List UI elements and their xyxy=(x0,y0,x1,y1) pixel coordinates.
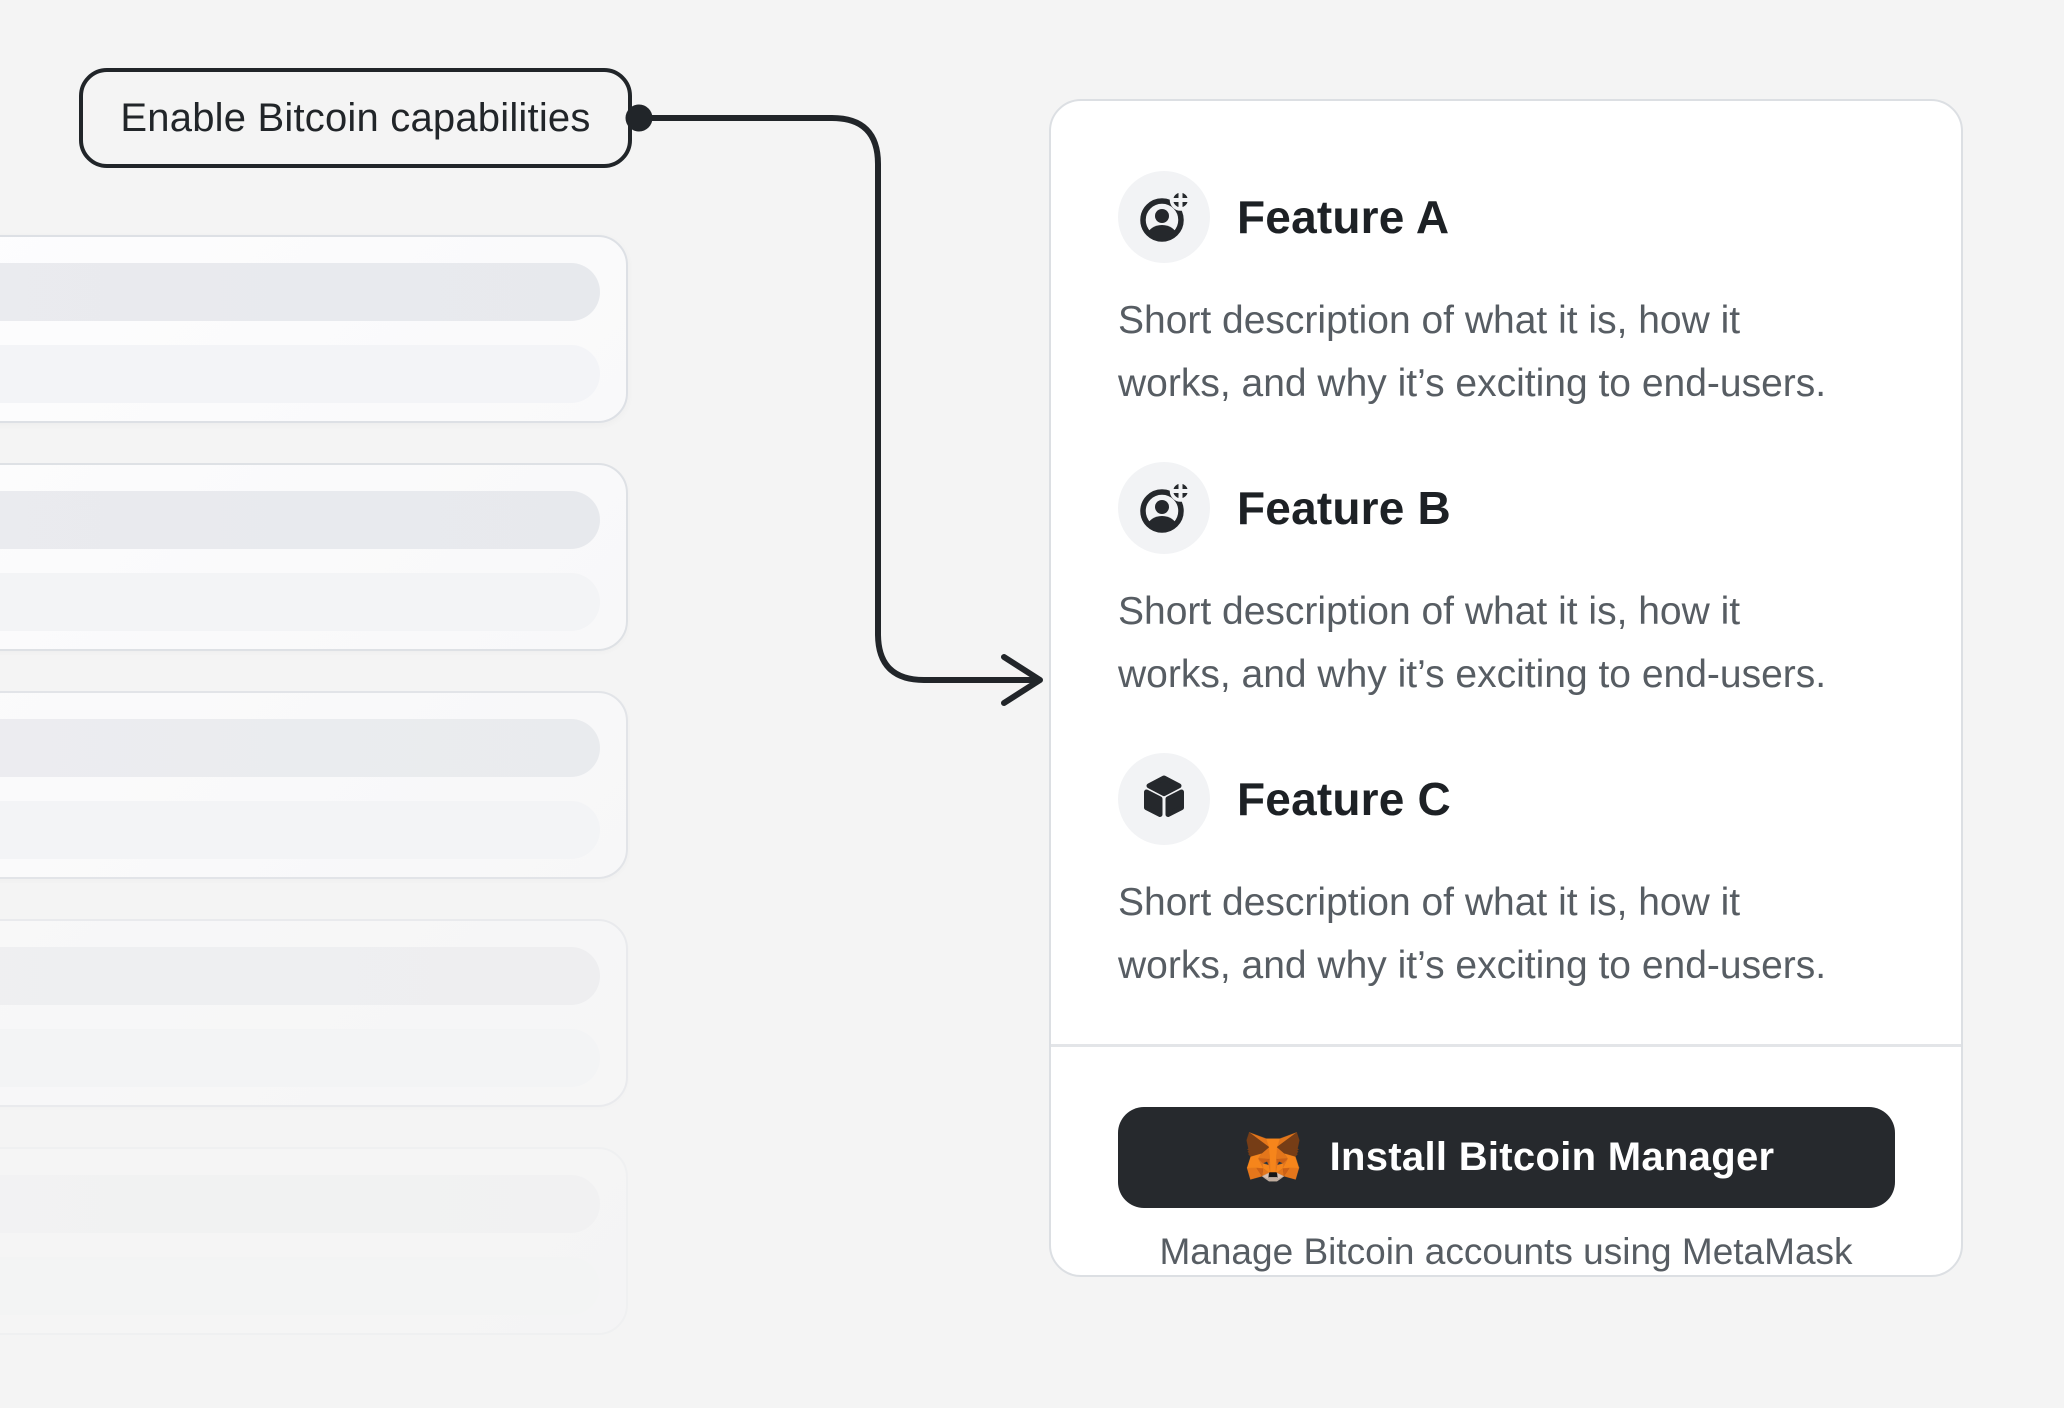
connector-line xyxy=(649,115,1037,683)
arrowhead-icon xyxy=(1001,654,1043,706)
user-add-icon xyxy=(1140,189,1192,242)
feature-row: Feature A Short description of what it i… xyxy=(1118,171,1905,415)
skeleton-card xyxy=(0,235,628,423)
description-line: works, and why it’s exciting to end-user… xyxy=(1118,944,1827,987)
user-add-icon xyxy=(1140,480,1192,533)
skeleton-bar xyxy=(0,801,600,859)
skeleton-bar xyxy=(0,263,600,321)
metamask-fox-icon xyxy=(1246,1131,1300,1181)
feature-card: Feature A Short description of what it i… xyxy=(1049,99,1963,1277)
callout-label: Enable Bitcoin capabilities xyxy=(79,68,632,168)
skeleton-card xyxy=(0,1147,628,1335)
icon-badge xyxy=(1118,171,1210,263)
feature-header: Feature C xyxy=(1118,753,1905,845)
skeleton-card xyxy=(0,463,628,651)
cube-icon xyxy=(1144,775,1184,817)
install-button-label: Install Bitcoin Manager xyxy=(1329,1135,1775,1179)
description-line: Short description of what it is, how it xyxy=(1118,881,1741,924)
skeleton-card xyxy=(0,919,628,1107)
feature-description: Short description of what it is, how it … xyxy=(1118,871,1905,997)
skeleton-bar xyxy=(0,491,600,549)
skeleton-card xyxy=(0,691,628,879)
feature-description: Short description of what it is, how it … xyxy=(1118,289,1905,415)
card-footer: Install Bitcoin Manager Manage Bitcoin a… xyxy=(1051,1044,1961,1275)
feature-header: Feature A xyxy=(1118,171,1905,263)
description-line: Short description of what it is, how it xyxy=(1118,590,1741,633)
callout-text: Enable Bitcoin capabilities xyxy=(120,95,591,140)
feature-title: Feature A xyxy=(1237,191,1450,243)
feature-title: Feature B xyxy=(1237,482,1451,534)
icon-badge xyxy=(1118,462,1210,554)
description-line: works, and why it’s exciting to end-user… xyxy=(1118,362,1827,405)
footer-caption: Manage Bitcoin accounts using MetaMask xyxy=(1159,1231,1853,1272)
feature-header: Feature B xyxy=(1118,462,1905,554)
skeleton-bar xyxy=(0,719,600,777)
skeleton-bar xyxy=(0,573,600,631)
install-bitcoin-manager-button[interactable]: Install Bitcoin Manager xyxy=(1117,1107,1895,1208)
skeleton-bar xyxy=(0,1029,600,1087)
feature-row: Feature B Short description of what it i… xyxy=(1118,462,1905,706)
feature-row: Feature C Short description of what it i… xyxy=(1118,753,1905,997)
icon-badge xyxy=(1118,753,1210,845)
feature-description: Short description of what it is, how it … xyxy=(1118,580,1905,706)
description-line: works, and why it’s exciting to end-user… xyxy=(1118,653,1827,696)
feature-title: Feature C xyxy=(1237,773,1451,825)
description-line: Short description of what it is, how it xyxy=(1118,299,1741,342)
skeleton-bar xyxy=(0,947,600,1005)
skeleton-bar xyxy=(0,345,600,403)
feature-list: Feature A Short description of what it i… xyxy=(1051,101,1961,1044)
skeleton-bar xyxy=(0,1175,600,1233)
skeleton-bar xyxy=(0,1257,600,1315)
